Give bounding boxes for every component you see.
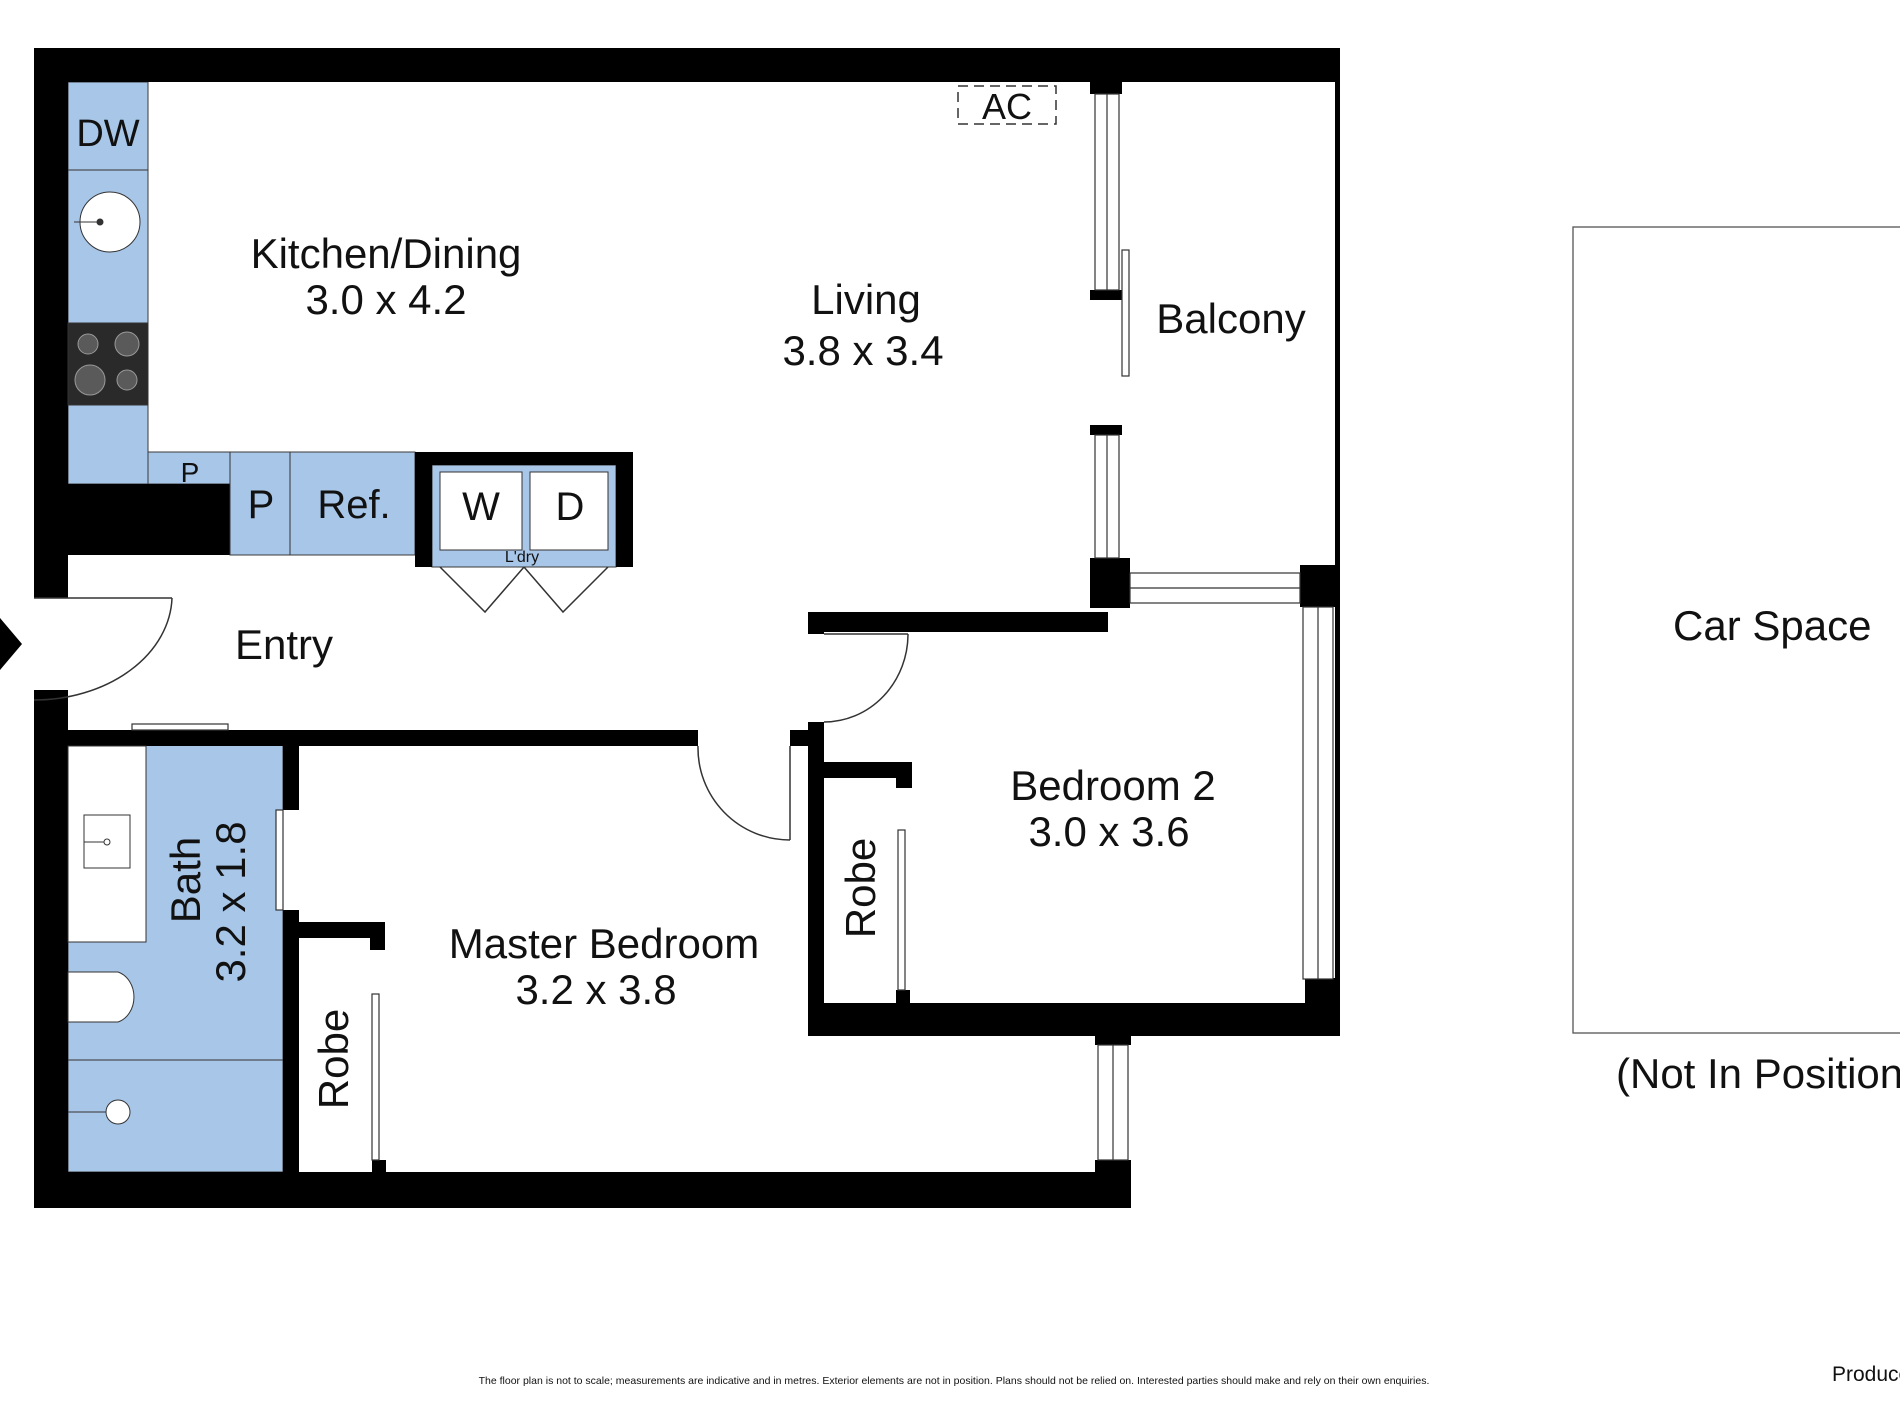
wall-left-upper [34, 48, 68, 570]
entry-door-jamb-top [34, 570, 68, 598]
robe-master-label: Robe [310, 1009, 357, 1109]
kitchen-wall-block [68, 484, 230, 555]
burner-4-icon [116, 369, 138, 391]
car-space-outline [1572, 226, 1900, 1034]
burner-2-icon [114, 331, 140, 357]
sink-drain-icon [96, 218, 104, 226]
entry-wall-right-stub [790, 730, 824, 746]
wall-left-lower [34, 700, 68, 1208]
bath-fixtures [67, 745, 283, 1125]
laundry-door-right [523, 566, 609, 614]
balcony-label: Balcony [1156, 295, 1305, 342]
windows [131, 93, 1334, 1161]
shower-drain-icon [105, 1099, 131, 1125]
living-size: 3.8 x 3.4 [782, 327, 943, 374]
master-robe-stub [370, 922, 385, 950]
kitchen-fixtures [67, 85, 1057, 555]
kitchen-dining-label: Kitchen/Dining [251, 230, 522, 277]
bedroom2-wall-top [808, 612, 1108, 632]
balcony-wall-top-post [1090, 82, 1122, 94]
laundry-label: L'dry [505, 549, 539, 566]
bedroom2-robe-bottom-post [896, 990, 910, 1004]
entry-bath-sill [131, 723, 229, 731]
laundry-wall-right [616, 452, 633, 567]
laundry-wall-top [415, 452, 633, 465]
bedroom2-size: 3.0 x 3.6 [1028, 808, 1189, 855]
balcony-wall-mid-post-2 [1090, 425, 1122, 435]
bedroom2-wall-bottom [808, 1003, 1340, 1036]
bedroom2-door-swing [823, 633, 909, 723]
doors [33, 566, 909, 841]
bedroom2-wall-top-stub [808, 612, 824, 634]
living-sliding-door [1121, 249, 1130, 377]
master-robe-door [371, 993, 380, 1161]
laundry-door-left [439, 566, 525, 614]
pantry-cabinet [229, 451, 291, 556]
washer-label: W [462, 485, 500, 529]
cooktop-icon [67, 322, 149, 406]
bedroom2-robe-door [897, 829, 906, 991]
room-labels: Kitchen/Dining 3.0 x 4.2 Living 3.8 x 3.… [162, 230, 1306, 1109]
master-east-wall-post-bottom [1095, 1160, 1131, 1208]
bedroom2-robe-stub [896, 762, 912, 788]
pantry-label: P [248, 483, 275, 527]
balcony-wall-lower [1090, 558, 1130, 608]
burner-3-icon [74, 364, 106, 396]
pantry-small-label: P [181, 457, 200, 488]
car-space-label: Car Space [1673, 602, 1871, 649]
entry-door-jamb-bottom [34, 690, 68, 702]
car-space-note: (Not In Position) [1616, 1050, 1900, 1097]
master-bedroom-label: Master Bedroom [449, 920, 759, 967]
dishwasher-label: DW [76, 113, 139, 155]
bath-wall-right [283, 910, 299, 1172]
master-robe-wall [299, 922, 385, 938]
robe-bedroom2-label: Robe [837, 838, 884, 938]
ac-label: AC [982, 86, 1032, 127]
master-bedroom-size: 3.2 x 3.8 [515, 966, 676, 1013]
ac-unit-icon [957, 85, 1057, 125]
balcony-wall-mid-post-1 [1090, 290, 1122, 300]
washer-box [439, 471, 523, 551]
bath-window [275, 809, 284, 911]
master-robe-bottom-post [372, 1160, 386, 1174]
walls [34, 48, 1340, 1208]
toilet-icon [67, 971, 135, 1023]
living-label: Living [811, 276, 921, 323]
pantry-small-cabinet [147, 451, 231, 485]
balcony-edge [1335, 82, 1340, 567]
burner-1-icon [77, 333, 99, 355]
kitchen-bench [67, 81, 149, 485]
laundry-wall-left [415, 452, 432, 567]
fixture-labels: DW AC P P Ref. W D L'dry [76, 86, 1032, 566]
bath-wall-right-top [283, 730, 299, 810]
master-east-wall-post-top [1095, 1015, 1131, 1045]
disclaimer-text: The floor plan is not to scale; measurem… [479, 1375, 1430, 1387]
bedroom2-label: Bedroom 2 [1010, 762, 1215, 809]
entry-arrow-icon [0, 618, 22, 670]
dryer-label: D [556, 485, 585, 529]
producer-credit: Produce [1832, 1363, 1900, 1386]
master-door-swing [697, 745, 791, 841]
bath-label: Bath [162, 837, 209, 923]
dryer-box [529, 471, 609, 551]
bath-size: 3.2 x 1.8 [207, 821, 254, 982]
bedroom2-wall-right [1335, 600, 1340, 980]
entry-label: Entry [235, 621, 333, 668]
entry-door-swing [33, 597, 173, 701]
fridge-cabinet [289, 451, 416, 556]
wall-top [34, 48, 1340, 82]
fridge-label: Ref. [317, 483, 390, 527]
bedroom2-wall-left [808, 722, 824, 1017]
wall-bottom [34, 1172, 1131, 1208]
bedroom2-wall-corner [1300, 565, 1340, 607]
entry-wall-bottom [68, 730, 698, 746]
bedroom2-robe-wall [824, 762, 912, 778]
kitchen-dining-size: 3.0 x 4.2 [305, 276, 466, 323]
